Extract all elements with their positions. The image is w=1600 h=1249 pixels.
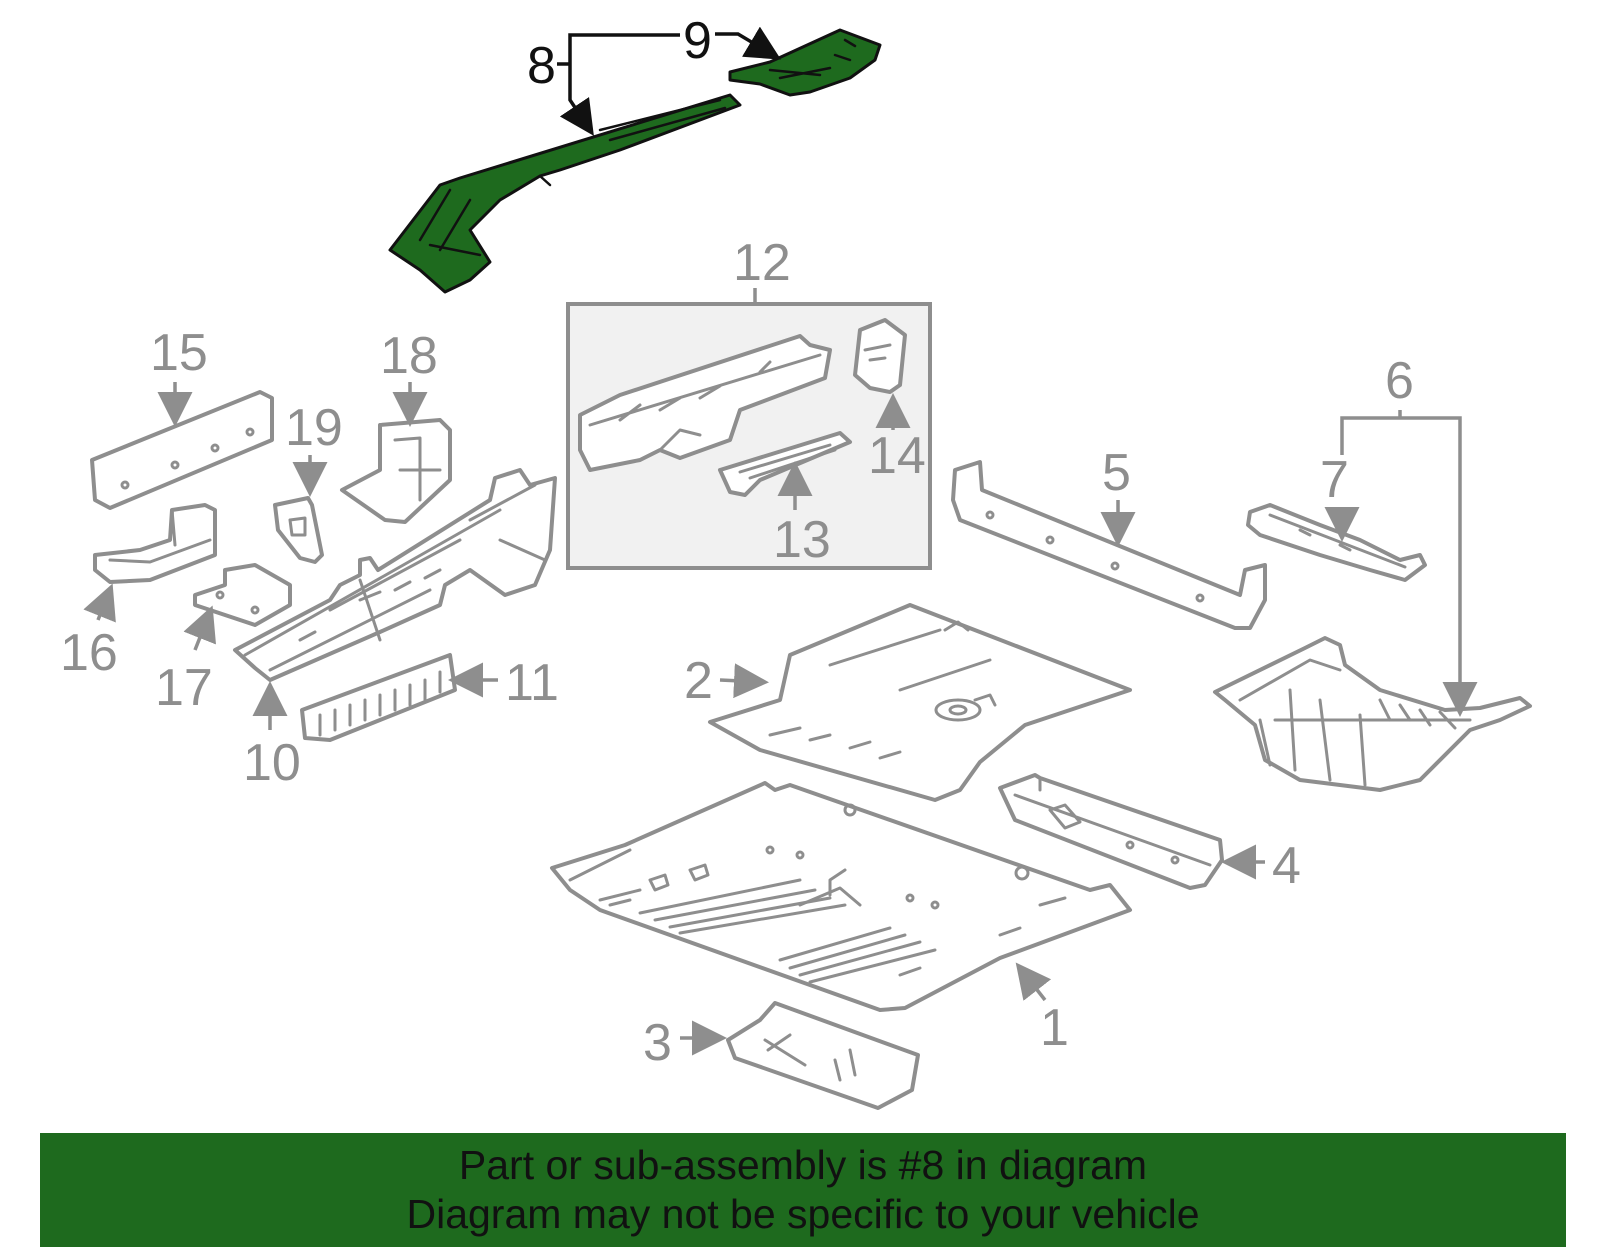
- callout-9: 9: [683, 12, 782, 70]
- callout-11: 11: [448, 654, 559, 712]
- callout-label-13: 13: [773, 511, 831, 569]
- part-6-rear-floor[interactable]: [1213, 636, 1532, 792]
- callout-label-1: 1: [1040, 999, 1069, 1057]
- part-3-panel[interactable]: [726, 1001, 920, 1110]
- callout-10: 10: [243, 681, 301, 792]
- info-banner: Part or sub-assembly is #8 in diagram Di…: [40, 1133, 1566, 1247]
- callout-15: 15: [150, 324, 208, 427]
- banner-line-1: Part or sub-assembly is #8 in diagram: [458, 1142, 1148, 1188]
- part-15-panel[interactable]: [90, 390, 274, 510]
- part-7-bracket[interactable]: [1246, 503, 1427, 582]
- callout-label-10: 10: [243, 734, 301, 792]
- callout-label-12: 12: [733, 234, 791, 292]
- callout-2: 2: [684, 652, 769, 710]
- part-16-bracket[interactable]: [93, 503, 217, 584]
- callout-7: 7: [1320, 451, 1360, 542]
- callout-5: 5: [1100, 444, 1136, 547]
- callout-label-6: 6: [1385, 352, 1414, 410]
- callout-8: 8: [527, 33, 680, 130]
- callout-label-17: 17: [155, 659, 213, 717]
- callout-label-15: 15: [150, 324, 208, 382]
- callout-label-3: 3: [643, 1014, 672, 1072]
- callout-label-7: 7: [1320, 451, 1349, 509]
- callout-6: 6: [1340, 352, 1478, 717]
- callout-label-18: 18: [380, 327, 438, 385]
- banner-line-2: Diagram may not be specific to your vehi…: [406, 1191, 1200, 1237]
- part-8-rail[interactable]: [388, 93, 742, 294]
- callout-19: 19: [285, 399, 343, 497]
- part-2-floor-panel[interactable]: [708, 603, 1132, 802]
- callout-13: 13: [773, 461, 831, 569]
- callout-label-16: 16: [60, 624, 118, 682]
- callout-label-9: 9: [683, 12, 712, 70]
- callout-label-2: 2: [684, 652, 713, 710]
- part-19-gusset[interactable]: [273, 496, 324, 564]
- part-10-rail[interactable]: [233, 468, 557, 682]
- callout-14: 14: [868, 393, 926, 485]
- part-18-bracket[interactable]: [340, 418, 452, 524]
- callout-label-14: 14: [868, 427, 926, 485]
- part-11-reinforcement[interactable]: [300, 653, 457, 742]
- part-12-assembly[interactable]: [566, 302, 932, 570]
- callout-label-8: 8: [527, 37, 556, 95]
- callout-17: 17: [155, 605, 216, 717]
- part-9-bracket[interactable]: [728, 28, 882, 97]
- callout-label-19: 19: [285, 399, 343, 457]
- part-1-floor-pan[interactable]: [550, 781, 1132, 1012]
- callout-label-5: 5: [1102, 444, 1131, 502]
- callout-label-11: 11: [505, 654, 559, 712]
- callout-4: 4: [1221, 837, 1301, 895]
- callout-18: 18: [380, 327, 438, 427]
- callout-16: 16: [60, 583, 118, 682]
- callout-label-4: 4: [1272, 837, 1301, 895]
- callout-1: 1: [1015, 962, 1069, 1057]
- callout-3: 3: [643, 1014, 727, 1072]
- callout-12: 12: [733, 234, 791, 304]
